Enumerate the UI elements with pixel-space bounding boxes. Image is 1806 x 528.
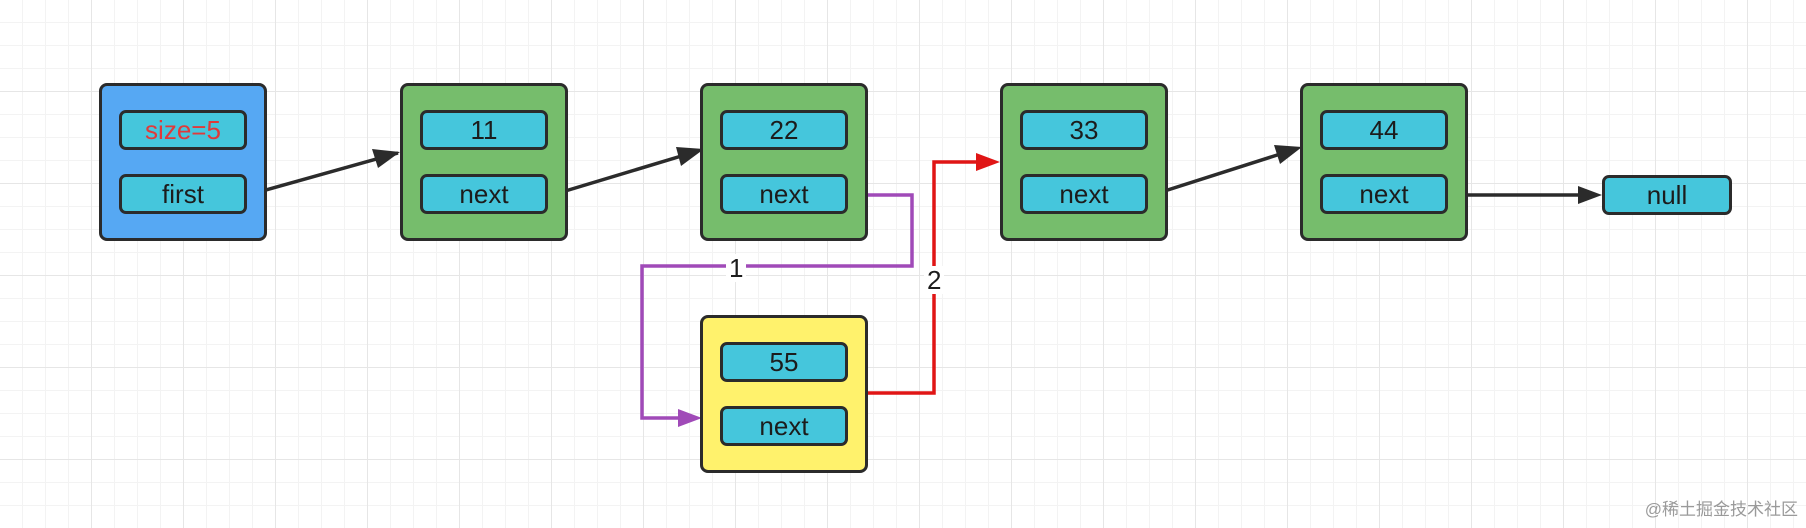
arrow-first-to-11 [247,151,399,197]
node-value: 55 [720,342,848,382]
next-field: next [1320,174,1448,214]
node-value: 22 [720,110,848,150]
node-value: 11 [420,110,548,150]
arrowhead-11-to-22 [676,147,704,166]
next-field: next [720,174,848,214]
new-node-55[interactable]: 55 next [700,315,868,473]
head-node[interactable]: size=5 first [99,83,267,241]
arrowhead-33-to-44 [1274,145,1302,164]
node-value: 33 [1020,110,1148,150]
next-field: next [420,174,548,214]
node-33[interactable]: 33 next [1000,83,1168,241]
watermark: @稀土掘金技术社区 [1644,500,1798,519]
arrowhead-step2 [976,153,1000,171]
arrowhead-step1 [678,409,702,427]
step1-label: 1 [726,254,747,282]
next-field: next [720,406,848,446]
arrowhead-44-to-null [1578,186,1602,204]
first-field: first [119,174,247,214]
arrow-step1-22-to-55 [640,193,914,420]
arrow-11-to-22 [551,149,699,197]
node-22[interactable]: 22 next [700,83,868,241]
next-field: next [1020,174,1148,214]
node-11[interactable]: 11 next [400,83,568,241]
size-field: size=5 [119,110,247,150]
arrow-33-to-44 [1151,147,1297,197]
node-value: 44 [1320,110,1448,150]
arrowhead-first-to-11 [372,149,400,168]
step2-label: 2 [924,266,945,294]
null-box[interactable]: null [1602,175,1732,215]
node-44[interactable]: 44 next [1300,83,1468,241]
